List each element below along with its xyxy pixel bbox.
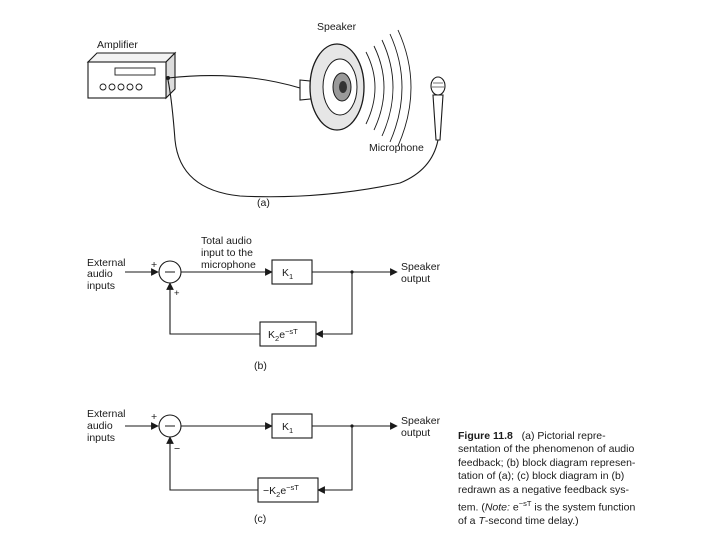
panel-a: Amplifier Speaker <box>86 21 446 209</box>
microphone-cable <box>167 79 439 198</box>
feedback-sign-c: − <box>174 443 180 455</box>
speaker-label: Speaker <box>317 21 357 33</box>
forward-gain-b: K1 <box>282 267 293 281</box>
sound-waves-icon <box>365 29 412 147</box>
plus-sign-b: + <box>151 259 157 271</box>
microphone-icon <box>430 76 446 141</box>
mic-input-label-b: Total audio input to the microphone <box>201 235 256 271</box>
feedback-path-right-c <box>317 426 353 494</box>
panel-c: External audio inputs + − K1 Speaker out… <box>87 408 443 525</box>
caption-line: feedback; (b) block diagram represen- <box>458 456 636 469</box>
caption-last-line: of a T-second time delay.) <box>458 514 579 527</box>
caption-line: tation of (a); (c) block diagram in (b) <box>458 470 625 483</box>
forward-gain-block-b <box>271 259 313 285</box>
figure-caption: Figure 11.8 (a) Pictorial repre- sentati… <box>458 430 718 528</box>
feedback-path-left-c <box>166 436 258 491</box>
summing-junction-b <box>158 260 182 284</box>
caption-line: (a) Pictorial repre- <box>521 430 606 442</box>
feedback-block-c <box>257 477 319 503</box>
caption-line: sentation of the phenomenon of audio <box>458 443 635 456</box>
microphone-label: Microphone <box>369 142 424 154</box>
input-label-c: External audio inputs <box>87 408 128 444</box>
forward-gain-c: K1 <box>282 421 293 435</box>
caption-note-line: tem. (Note: e−sT is the system function <box>458 499 636 514</box>
output-label-b: Speaker output <box>401 261 443 285</box>
feedback-sign-b: + <box>174 288 180 299</box>
caption-c: (c) <box>254 513 266 525</box>
feedback-gain-c: −K2e−sT <box>263 483 299 499</box>
figure-number: Figure 11.8 <box>458 430 513 442</box>
caption-b: (b) <box>254 360 267 372</box>
forward-gain-block-c <box>271 413 313 439</box>
feedback-path-left-b <box>166 282 260 335</box>
input-label-b: External audio inputs <box>87 257 128 292</box>
feedback-gain-b: K2e−sT <box>268 327 298 343</box>
panel-b: External audio inputs + + Total audio in… <box>87 235 443 372</box>
caption-a: (a) <box>257 197 270 209</box>
plus-sign-c: + <box>151 411 157 423</box>
feedback-path-right-b <box>315 272 353 338</box>
caption-first-line: Figure 11.8 (a) Pictorial repre- <box>458 430 718 443</box>
speaker-icon <box>299 43 365 131</box>
amplifier-icon <box>86 51 177 100</box>
speaker-cable <box>167 75 301 89</box>
amplifier-label: Amplifier <box>97 39 138 51</box>
caption-line: redrawn as a negative feedback sys- <box>458 483 630 496</box>
output-label-c: Speaker output <box>401 415 443 439</box>
summing-junction-c <box>158 414 182 438</box>
